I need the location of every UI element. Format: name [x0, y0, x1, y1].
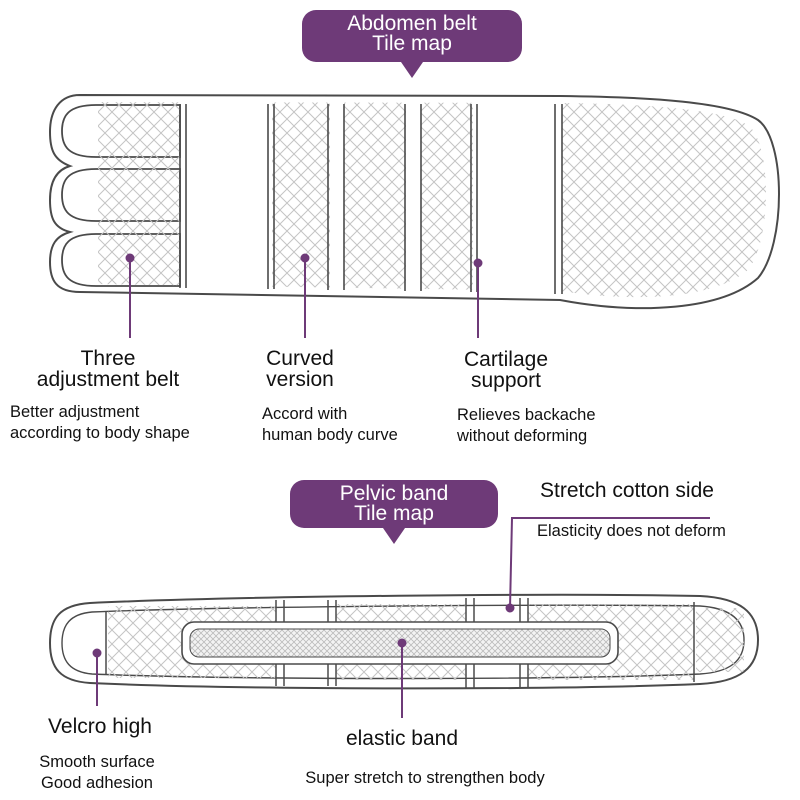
feature-elastic-band-title: elastic band — [345, 727, 459, 750]
feature-stretch-cotton-title: Stretch cotton side — [540, 479, 714, 502]
pelvic-title-line-1: Pelvic band — [339, 482, 449, 505]
feature-three-adjustment-title: Three adjustment belt — [36, 347, 180, 391]
pelvic-title-line-2: Tile map — [354, 502, 434, 525]
feature-stretch-cotton-desc: Elasticity does not deform — [537, 522, 726, 540]
feature-velcro-high-desc: Smooth surface Good adhesion — [39, 753, 155, 792]
abdomen-title-line-1: Abdomen belt — [347, 12, 477, 35]
abdomen-callouts — [125, 253, 483, 338]
abdomen-title-line-2: Tile map — [372, 32, 452, 55]
abdomen-belt-illustration — [48, 93, 780, 310]
feature-velcro-high-title: Velcro high — [48, 715, 152, 738]
feature-cartilage-support-title: Cartilage support — [463, 348, 549, 392]
feature-curved-version-title: Curved version — [266, 347, 334, 391]
abdomen-title-bubble: Abdomen belt Tile map — [302, 10, 522, 78]
pelvic-callouts — [92, 517, 710, 718]
feature-cartilage-support-desc: Relieves backache without deforming — [457, 406, 596, 445]
pelvic-title-bubble: Pelvic band Tile map — [290, 480, 498, 544]
feature-elastic-band-desc: Super stretch to strengthen body — [305, 769, 545, 787]
feature-curved-version-desc: Accord with human body curve — [262, 405, 398, 444]
feature-three-adjustment-desc: Better adjustment according to body shap… — [10, 403, 190, 442]
